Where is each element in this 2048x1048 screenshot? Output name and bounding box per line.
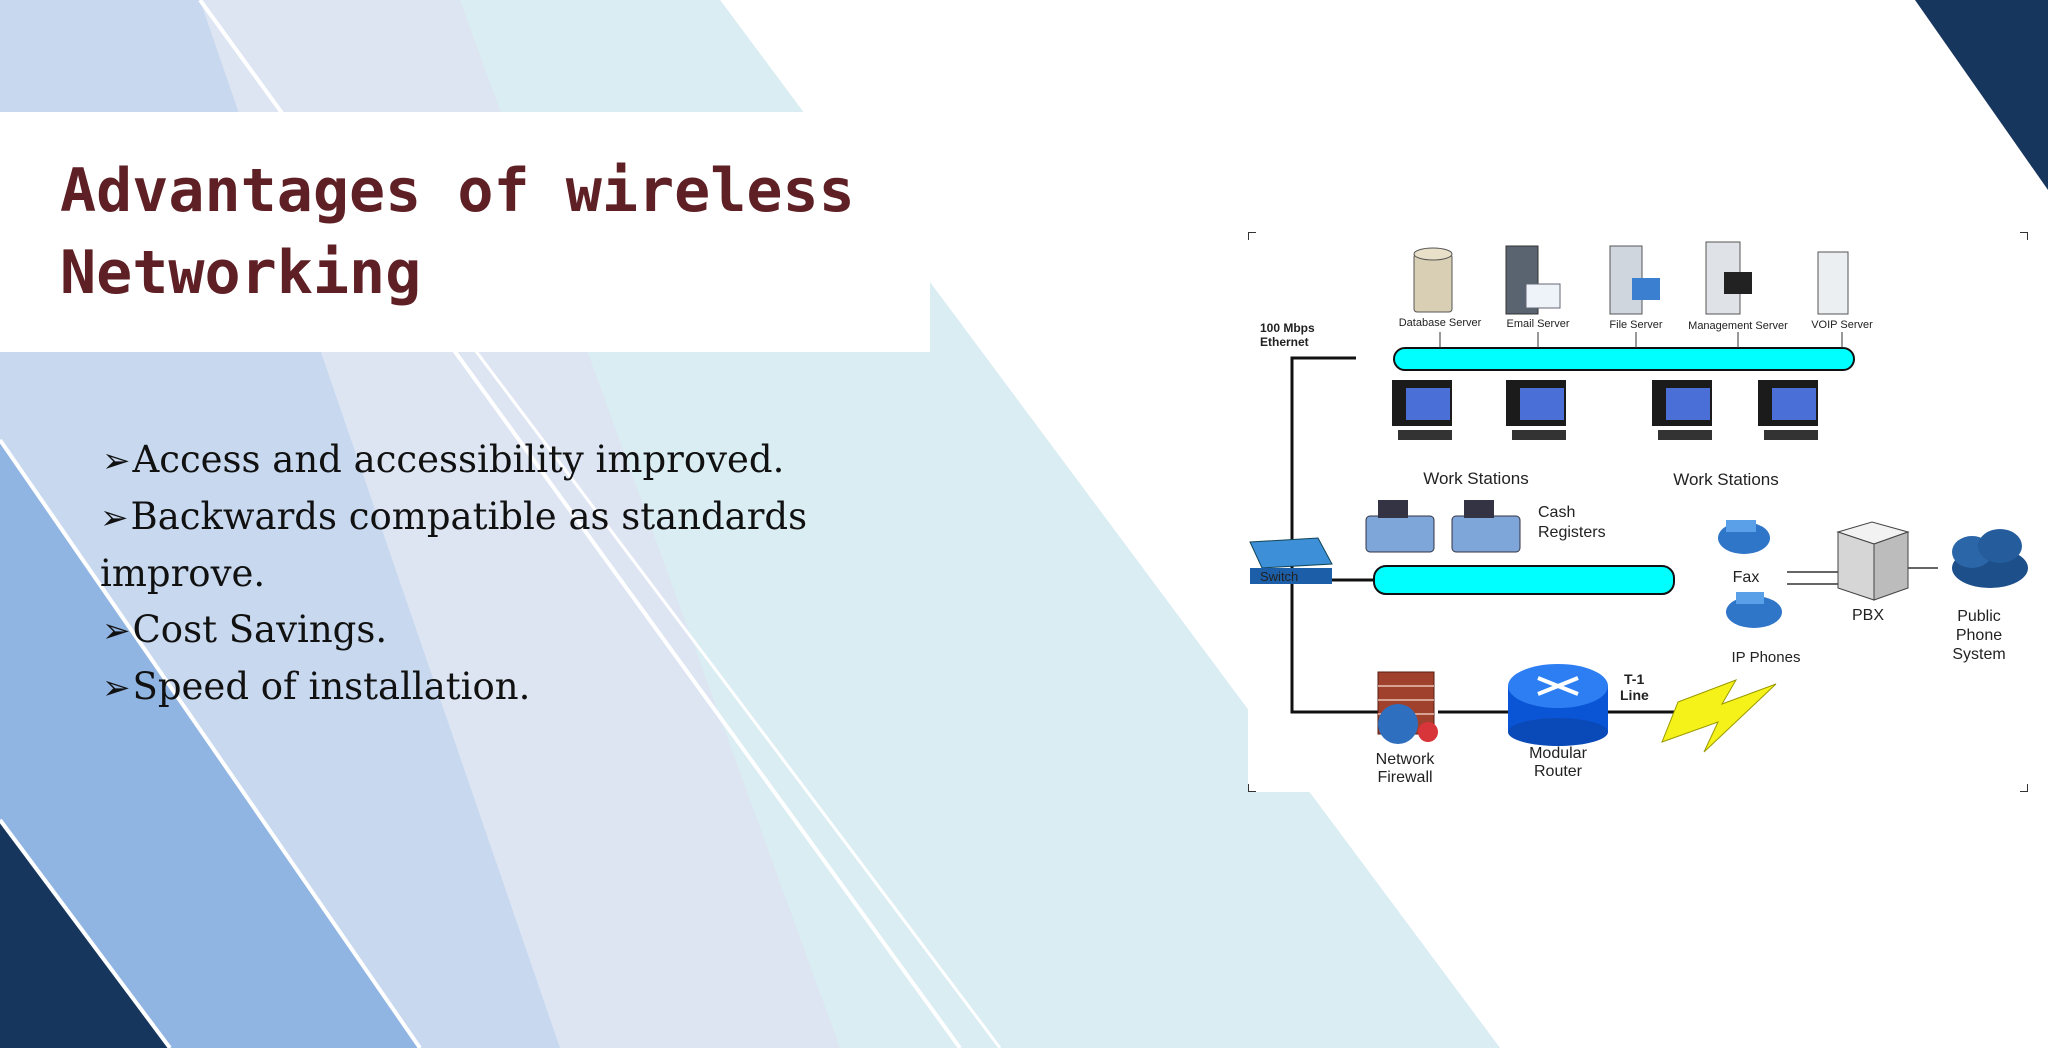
workstation-icon <box>1758 380 1818 440</box>
pbx-icon <box>1836 521 1910 601</box>
pbx-label: PBX <box>1852 607 1884 624</box>
server-label: VOIP Server <box>1811 319 1873 331</box>
ip-phone-icon <box>1726 592 1782 628</box>
arrow-bullet-icon: ➢ <box>102 611 131 651</box>
server-label: File Server <box>1609 319 1663 331</box>
server-label: Database Server <box>1399 317 1482 329</box>
bullet-item: ➢Backwards compatible as standards impro… <box>100 495 808 595</box>
firewall-label: Firewall <box>1377 769 1432 786</box>
ethernet-label: Ethernet <box>1260 335 1309 349</box>
t1-line-label: T-1 <box>1624 671 1644 687</box>
ethernet-label: 100 Mbps <box>1260 321 1315 335</box>
public-phone-label: System <box>1952 646 2005 663</box>
pos-bus <box>1373 565 1675 595</box>
t1-line-label: Line <box>1620 687 1649 703</box>
cash-register-icon <box>1451 500 1521 553</box>
workstation-icon <box>1392 380 1452 440</box>
workstation-icon <box>1506 380 1566 440</box>
slide-title: Advantages of wireless Networking <box>60 156 855 308</box>
cash-register-icon <box>1365 500 1435 553</box>
workstations-label: Work Stations <box>1673 470 1779 489</box>
title-band <box>0 112 930 352</box>
ethernet-bus <box>1393 347 1855 371</box>
email-server-icon <box>1505 245 1561 315</box>
file-server-icon <box>1609 245 1660 315</box>
bullet-item: ➢Cost Savings. <box>102 608 388 651</box>
voip-server-icon <box>1817 251 1849 315</box>
router-icon <box>1508 664 1608 746</box>
network-diagram: 100 Mbps Ethernet Database Server Email … <box>1248 232 2028 792</box>
router-label: Router <box>1534 763 1583 780</box>
fax-icon <box>1718 520 1770 554</box>
workstations-label: Work Stations <box>1423 469 1529 488</box>
lightning-bolt-icon <box>1661 679 1777 753</box>
ip-phones-label: IP Phones <box>1732 649 1801 666</box>
bullet-item: ➢Speed of installation. <box>102 665 531 708</box>
management-server-icon <box>1705 241 1752 315</box>
workstation-icon <box>1652 380 1712 440</box>
server-label: Management Server <box>1688 320 1788 332</box>
switch-icon: Switch <box>1249 537 1333 584</box>
arrow-bullet-icon: ➢ <box>102 441 131 481</box>
public-phone-label: Public <box>1957 608 2001 625</box>
firewall-label: Network <box>1376 751 1436 768</box>
public-phone-label: Phone <box>1956 627 2002 644</box>
bullet-item: ➢Access and accessibility improved. <box>102 438 785 481</box>
switch-label: Switch <box>1260 569 1298 584</box>
fax-label: Fax <box>1733 569 1760 586</box>
database-server-icon <box>1413 247 1453 313</box>
firewall-icon <box>1377 671 1438 744</box>
arrow-bullet-icon: ➢ <box>100 498 129 538</box>
server-label: Email Server <box>1507 318 1570 330</box>
bullet-list: ➢Access and accessibility improved. ➢Bac… <box>100 432 862 716</box>
router-label: Modular <box>1529 745 1587 762</box>
arrow-bullet-icon: ➢ <box>102 668 131 708</box>
cash-registers-label: Registers <box>1538 524 1606 541</box>
cloud-icon <box>1952 529 2028 588</box>
cash-registers-label: Cash <box>1538 504 1575 521</box>
